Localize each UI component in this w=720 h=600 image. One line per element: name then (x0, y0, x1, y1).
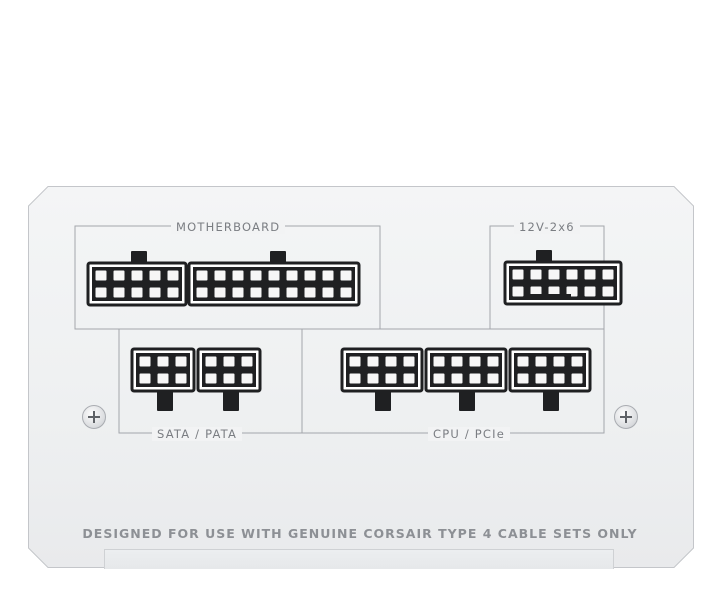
mb-connector-a-pin-hole (167, 287, 179, 298)
cpu-connector-a-pin-hole (403, 373, 415, 384)
gpu-sense-pins (527, 294, 571, 300)
sata-connector-a-pin-hole (157, 356, 169, 367)
cpu-connector-b-pin-hole (433, 373, 445, 384)
gpu-connector-pin-hole (584, 269, 596, 280)
cpu-connector-c-pin-hole (517, 356, 529, 367)
mb-connector-b-pin-hole (322, 287, 334, 298)
mb-connector-b-pin-hole (322, 270, 334, 281)
mb-connector-b-pin-hole (340, 270, 352, 281)
gpu-connector-pin-hole (530, 269, 542, 280)
gpu-connector-pin-hole (548, 269, 560, 280)
mb-connector-b-pin-hole (250, 270, 262, 281)
mb-connector-b-pin-hole (232, 287, 244, 298)
cpu-connector-a-pin-hole (385, 356, 397, 367)
cpu-connector-c-pin-hole (535, 356, 547, 367)
cpu-connector-a-pin-hole (385, 373, 397, 384)
cpu-label: CPU / PCIe (428, 427, 510, 441)
mb-connector-a-pin-hole (95, 270, 107, 281)
motherboard-label: MOTHERBOARD (171, 220, 286, 234)
mb-connector-b-pin-hole (304, 287, 316, 298)
sata-connector-b-pin-hole (241, 373, 253, 384)
mb-connector-b-pin-hole (232, 270, 244, 281)
mb-connector-b-pin-hole (214, 287, 226, 298)
cpu-connector-b-latch (459, 389, 475, 411)
sata-connector-a-pin-hole (139, 356, 151, 367)
mb-connector-a-pin-hole (113, 270, 125, 281)
mb-connector-b-pin-hole (304, 270, 316, 281)
gpu-connector-pin-hole (602, 269, 614, 280)
sata-connector-a-pin-hole (175, 373, 187, 384)
panel-bottom-lip (104, 549, 614, 569)
screw-icon (82, 405, 106, 429)
cpu-connector-c-pin-hole (553, 373, 565, 384)
mb-connector-a-pin-hole (149, 270, 161, 281)
mb-connector-a-pin-hole (131, 287, 143, 298)
cpu-connector-b-pin-hole (469, 373, 481, 384)
cpu-connector-c-pin-hole (571, 373, 583, 384)
cpu-connector-b-pin-hole (487, 373, 499, 384)
mb-connector-b-pin-hole (196, 287, 208, 298)
cpu-connector-b-pin-hole (469, 356, 481, 367)
sata-connector-b-pin-hole (241, 356, 253, 367)
cpu-connector-c-pin-hole (553, 356, 565, 367)
cpu-connector-b-pin-hole (433, 356, 445, 367)
cpu-connector-c-pin-hole (535, 373, 547, 384)
cpu-connector-b-pin-hole (451, 356, 463, 367)
screw-icon (614, 405, 638, 429)
mb-connector-b-pin-hole (250, 287, 262, 298)
sata-connector-a-latch (157, 389, 173, 411)
gpu-connector-pin-hole (512, 269, 524, 280)
cpu-connector-a-pin-hole (349, 373, 361, 384)
cpu-connector-a-pin-hole (367, 373, 379, 384)
cpu-connector-a-pin-hole (349, 356, 361, 367)
sata-connector-a-pin-hole (157, 373, 169, 384)
sata-connector-b-pin-hole (223, 373, 235, 384)
cpu-connector-c-pin-hole (517, 373, 529, 384)
mb-connector-b-pin-hole (196, 270, 208, 281)
cpu-connector-b-pin-hole (451, 373, 463, 384)
cpu-connector-c-latch (543, 389, 559, 411)
mb-connector-b-pin-hole (340, 287, 352, 298)
mb-connector-a-pin-hole (113, 287, 125, 298)
mb-connector-b-pin-hole (268, 270, 280, 281)
sata-connector-a-pin-hole (175, 356, 187, 367)
sata-label: SATA / PATA (152, 427, 243, 441)
mb-connector-a-pin-hole (131, 270, 143, 281)
cable-notice: DESIGNED FOR USE WITH GENUINE CORSAIR TY… (82, 526, 638, 541)
sata-connector-b-pin-hole (205, 356, 217, 367)
mb-connector-b-pin-hole (214, 270, 226, 281)
mb-connector-b-pin-hole (286, 270, 298, 281)
mb-connector-a-pin-hole (149, 287, 161, 298)
mb-connector-a-pin-hole (167, 270, 179, 281)
gpu-connector-pin-hole (512, 286, 524, 297)
gpu-connector-pin-hole (566, 269, 578, 280)
cpu-connector-a-pin-hole (367, 356, 379, 367)
mb-connector-b-pin-hole (268, 287, 280, 298)
cpu-connector-c-pin-hole (571, 356, 583, 367)
cpu-connector-a-pin-hole (403, 356, 415, 367)
gpu-connector-pin-hole (602, 286, 614, 297)
sata-connector-a-pin-hole (139, 373, 151, 384)
cpu-connector-a-latch (375, 389, 391, 411)
mb-connector-b-pin-hole (286, 287, 298, 298)
sata-connector-b-pin-hole (223, 356, 235, 367)
mb-connector-a-pin-hole (95, 287, 107, 298)
gpu-connector-pin-hole (584, 286, 596, 297)
sata-connector-b-pin-hole (205, 373, 217, 384)
sata-connector-b-latch (223, 389, 239, 411)
cpu-connector-b-pin-hole (487, 356, 499, 367)
gpu-label: 12V-2x6 (514, 220, 580, 234)
